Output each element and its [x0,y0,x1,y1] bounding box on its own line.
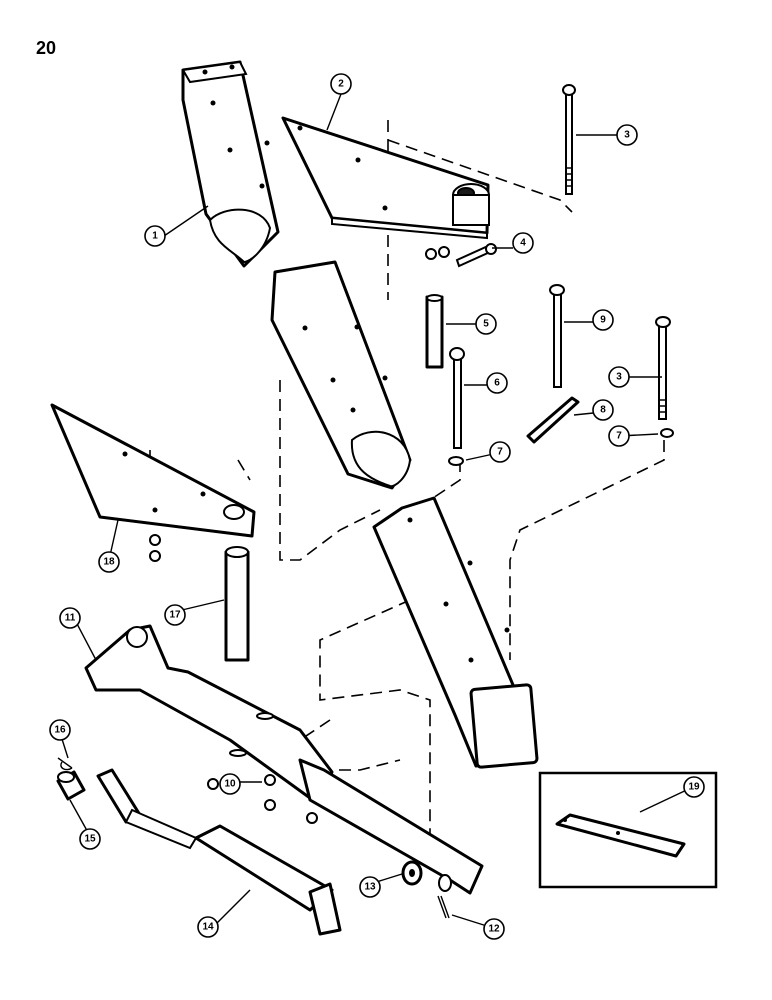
callout-19: 19 [683,776,705,798]
frame-arm-part-11 [84,624,484,895]
callout-9: 9 [592,309,614,331]
svg-text:12: 12 [488,924,500,935]
svg-text:18: 18 [103,557,115,568]
svg-text:9: 9 [600,315,606,326]
washer-part-7-right [660,428,674,438]
upper-tube-part-1 [181,60,280,268]
svg-text:17: 17 [169,610,181,621]
callout-1: 1 [144,225,166,247]
callout-17: 17 [164,604,186,626]
callout-7-left: 7 [489,441,511,463]
bolt-and-nut-part-4 [425,243,497,268]
callout-12: 12 [483,918,505,940]
callout-3-right: 3 [608,366,630,388]
nuts-part-10 [207,774,318,824]
bolt-part-6 [449,347,465,449]
svg-text:3: 3 [624,130,630,141]
callout-5: 5 [475,313,497,335]
svg-text:4: 4 [520,238,526,249]
washer-part-13 [401,860,423,886]
lower-tube [372,496,539,769]
callout-3: 3 [616,124,638,146]
svg-text:2: 2 [338,79,344,90]
pin-part-5 [425,294,444,369]
svg-text:5: 5 [483,319,489,330]
pin-part-17 [224,546,250,662]
pin-part-15 [56,770,86,801]
inset-box-part-19 [538,771,718,889]
callout-2: 2 [330,73,352,95]
svg-text:19: 19 [688,782,700,793]
page-number: 20 [36,38,56,58]
svg-text:6: 6 [494,378,500,389]
svg-text:15: 15 [84,834,96,845]
svg-text:10: 10 [224,779,236,790]
callout-7-right: 7 [608,425,630,447]
callout-11: 11 [59,607,81,629]
washer-part-7-left [448,456,464,466]
callout-6: 6 [486,372,508,394]
lower-plate-part-18 [50,403,256,562]
top-plate-part-2 [281,116,490,240]
callout-14: 14 [197,916,219,938]
middle-tube [270,260,412,490]
svg-text:8: 8 [600,405,606,416]
cotter-pin-part-16 [57,757,73,771]
callout-16: 16 [49,719,71,741]
long-bolt-part-3-top [562,84,576,195]
cotter-pin-part-12 [437,895,450,919]
bolt-part-9 [549,284,565,388]
callouts: 1 2 3 4 5 6 7 8 9 3 7 18 17 11 16 15 10 … [49,73,705,940]
svg-text:7: 7 [616,431,622,442]
hydraulic-cylinder-part-14 [96,768,342,936]
callout-4: 4 [512,232,534,254]
svg-text:14: 14 [202,922,214,933]
callout-15: 15 [79,828,101,850]
callout-10: 10 [219,773,241,795]
svg-text:11: 11 [65,613,76,624]
long-bolt-part-3-right [655,316,671,420]
callout-13: 13 [359,876,381,898]
svg-text:13: 13 [364,882,376,893]
strap-part-8 [526,396,580,444]
callout-8: 8 [592,399,614,421]
svg-text:1: 1 [152,231,158,242]
svg-text:7: 7 [497,447,503,458]
svg-text:16: 16 [54,725,66,736]
svg-text:3: 3 [616,372,622,383]
callout-18: 18 [98,551,120,573]
